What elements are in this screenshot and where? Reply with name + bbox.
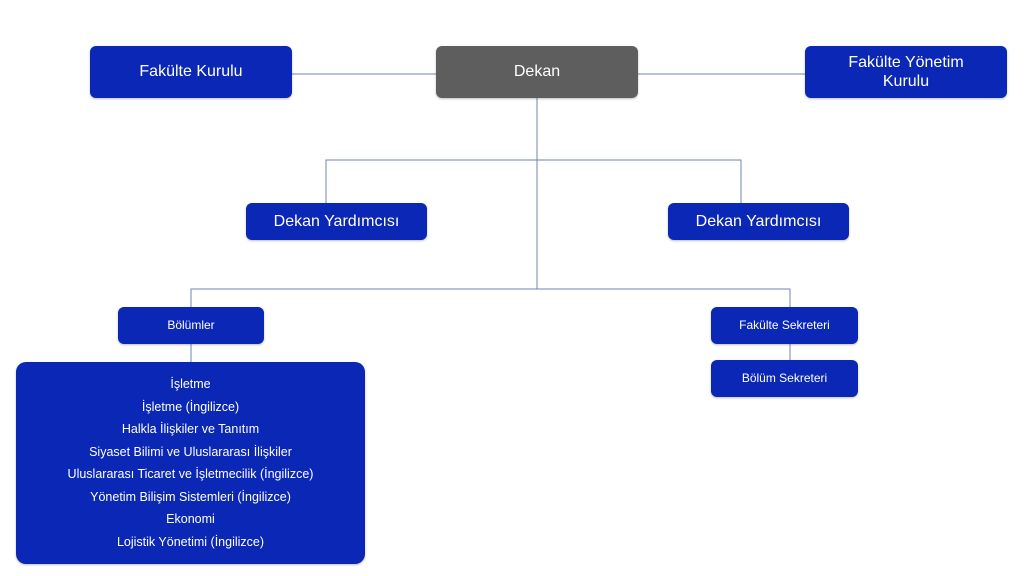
vice-dean-right-box: Dekan Yardımcısı (668, 203, 849, 240)
faculty-executive-board-box: Fakülte Yönetim Kurulu (805, 46, 1007, 98)
department-list-item: Ekonomi (166, 512, 215, 526)
dean-label: Dekan (513, 63, 561, 81)
department-list-item: Yönetim Bilişim Sistemleri (İngilizce) (90, 489, 291, 504)
vice-dean-left-box: Dekan Yardımcısı (246, 203, 427, 240)
department-secretary-box: Bölüm Sekreteri (711, 360, 858, 397)
faculty-secretary-label: Fakülte Sekreteri (739, 318, 830, 333)
department-list-item: Lojistik Yönetimi (İngilizce) (116, 534, 265, 549)
dean-box: Dekan (436, 46, 638, 98)
vice-dean-right-label: Dekan Yardımcısı (695, 212, 822, 230)
department-list-item: Siyaset Bilimi ve Uluslararası İlişkiler (89, 444, 292, 459)
faculty-executive-board-label: Fakülte Yönetim Kurulu (848, 53, 964, 90)
department-list-item: Halkla İlişkiler ve Tanıtım (121, 422, 260, 436)
department-list-box: İşletme İşletme (İngilizce) Halkla İlişk… (16, 362, 365, 564)
department-list-item: İşletme (170, 377, 211, 391)
connector-vice-deans (325, 159, 742, 203)
department-list-item: Uluslararası Ticaret ve İşletmecilik (İn… (67, 467, 314, 481)
faculty-board-label: Fakülte Kurulu (139, 63, 243, 81)
connector-lower-branch (190, 288, 791, 307)
faculty-board-box: Fakülte Kurulu (90, 46, 292, 98)
faculty-secretary-box: Fakülte Sekreteri (711, 307, 858, 344)
vice-dean-left-label: Dekan Yardımcısı (273, 212, 400, 230)
departments-label: Bölümler (167, 318, 215, 333)
department-secretary-label: Bölüm Sekreteri (741, 371, 828, 386)
departments-box: Bölümler (118, 307, 264, 344)
department-list-item: İşletme (İngilizce) (141, 399, 240, 414)
